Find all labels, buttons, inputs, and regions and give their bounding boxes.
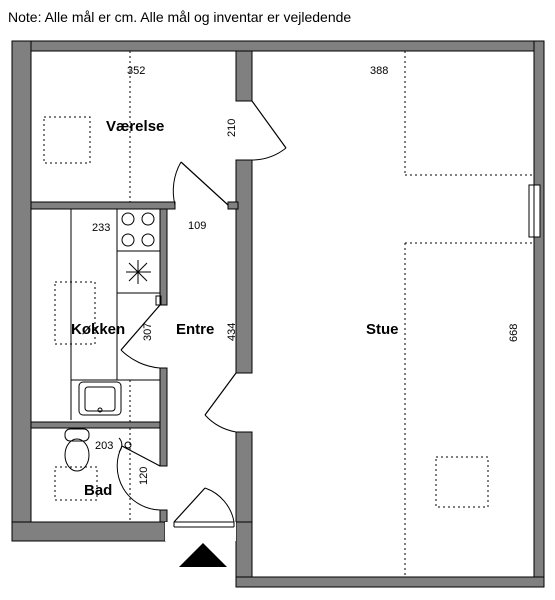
room-label-stue: Stue	[366, 321, 399, 338]
room-label-kokken: Køkken	[71, 321, 125, 338]
toilet-icon	[64, 428, 90, 472]
entrance-arrow-icon	[179, 543, 227, 567]
room-label-vaerelse: Værelse	[106, 118, 164, 135]
dimension-bad-120: 120	[138, 467, 150, 485]
dimension-stue-width: 388	[370, 65, 388, 77]
dimension-bad-203: 203	[95, 440, 113, 452]
kitchen-small-cabinet	[155, 295, 162, 306]
interior-walls	[30, 50, 253, 523]
dimension-entre-434: 434	[226, 323, 238, 341]
dimension-kokken-307: 307	[142, 323, 154, 341]
outer-walls	[11, 40, 545, 588]
bathroom-sink-icon	[118, 437, 132, 453]
oven-icon	[116, 250, 161, 294]
room-label-entre: Entre	[176, 321, 214, 338]
room-label-bad: Bad	[84, 482, 112, 499]
kitchen-sink-icon	[78, 381, 122, 416]
dimension-vaerelse-width: 352	[127, 65, 145, 77]
dimension-kokken-233: 233	[92, 222, 110, 234]
door-swings	[116, 100, 287, 511]
floorplan-note: Note: Alle mål er cm. Alle mål og invent…	[8, 9, 352, 25]
window	[528, 184, 541, 238]
stove-icon	[116, 208, 161, 252]
dotted-lines	[43, 51, 534, 577]
dimension-stue-668: 668	[508, 324, 520, 342]
entrance-door	[165, 487, 236, 541]
kitchen-counter	[70, 209, 160, 420]
dimension-door-210: 210	[226, 119, 238, 137]
dimension-entre-109: 109	[188, 220, 206, 232]
